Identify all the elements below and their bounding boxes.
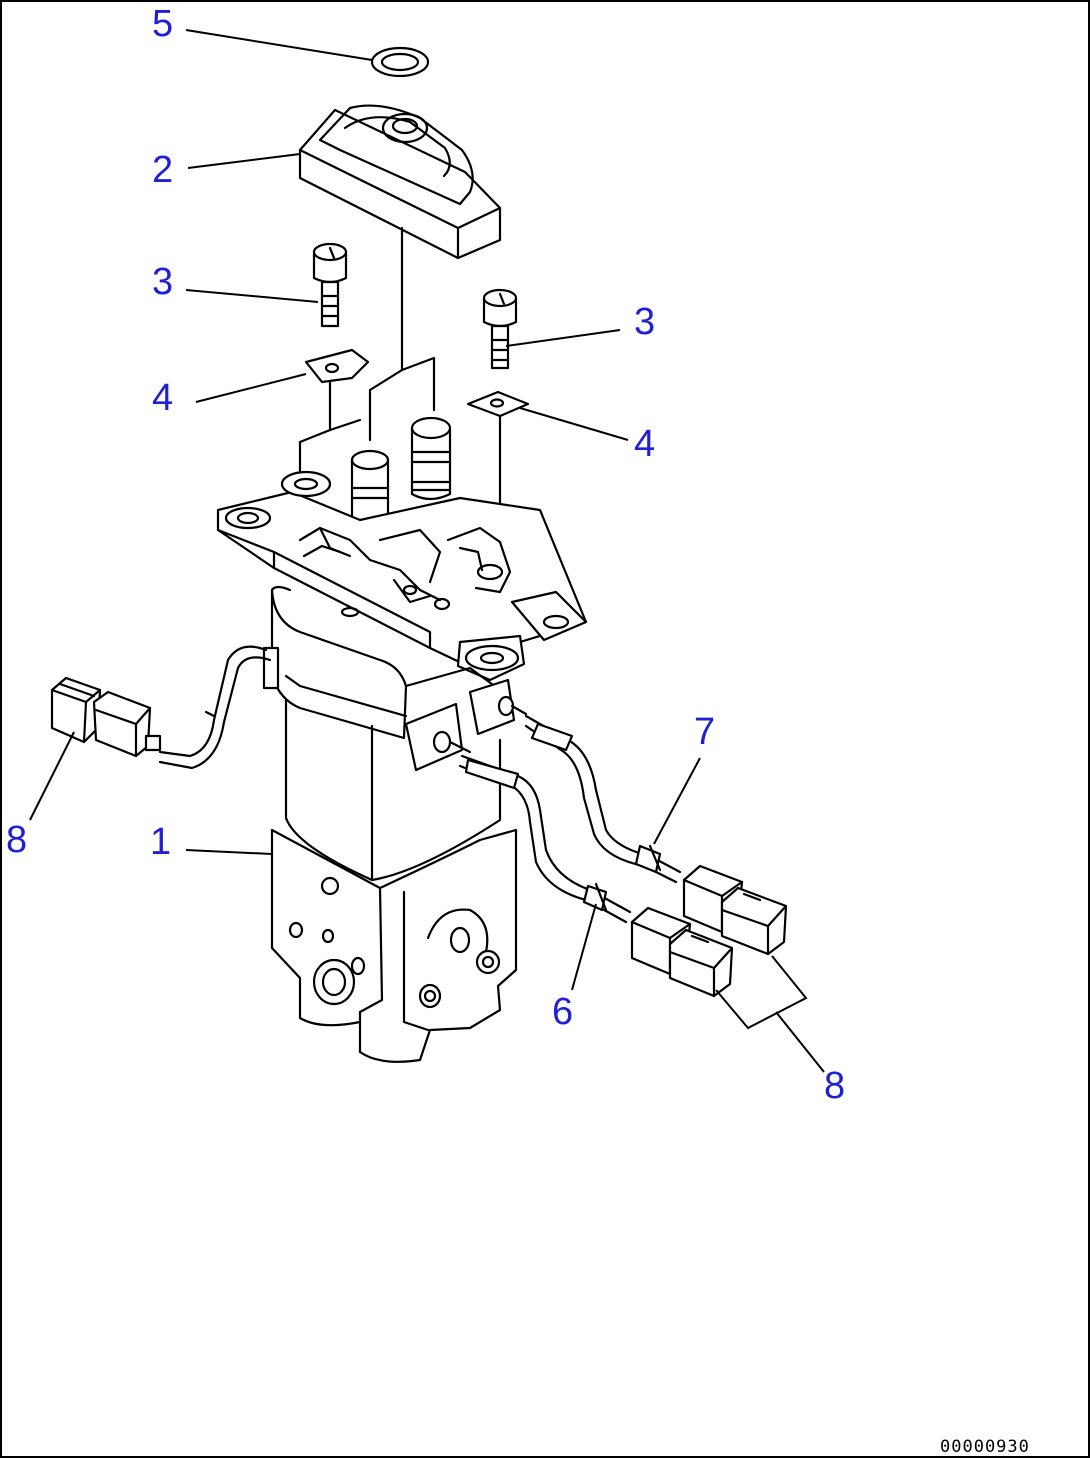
callout-6: 6 [552, 991, 573, 1033]
wire-harness-left [158, 645, 272, 770]
leader-lines [29, 29, 825, 1073]
part-4-plate-right [466, 390, 530, 522]
callout-4-left: 4 [152, 377, 173, 419]
part-3-bolt-right [482, 288, 518, 370]
wire-harness-right [458, 714, 682, 924]
callout-4-right: 4 [634, 423, 655, 465]
part-8-connector-right-a [682, 864, 788, 956]
document-number: 00000930 [940, 1437, 1030, 1457]
callout-8-right: 8 [824, 1065, 845, 1107]
part-1-valve-body [216, 416, 588, 1063]
callout-3-left: 3 [152, 261, 173, 303]
callout-7: 7 [694, 711, 715, 753]
part-5-oring [370, 46, 430, 78]
part-8-connector-left [50, 676, 162, 758]
callout-3-right: 3 [634, 301, 655, 343]
callout-2: 2 [152, 149, 173, 191]
part-4-plate-left [304, 348, 370, 432]
part-3-bolt-left [312, 242, 348, 328]
callout-5: 5 [152, 3, 173, 45]
callout-1: 1 [150, 821, 171, 863]
part-8-connector-right-b [630, 906, 734, 998]
callout-8-left: 8 [6, 819, 27, 861]
part-2-cover [298, 104, 502, 372]
